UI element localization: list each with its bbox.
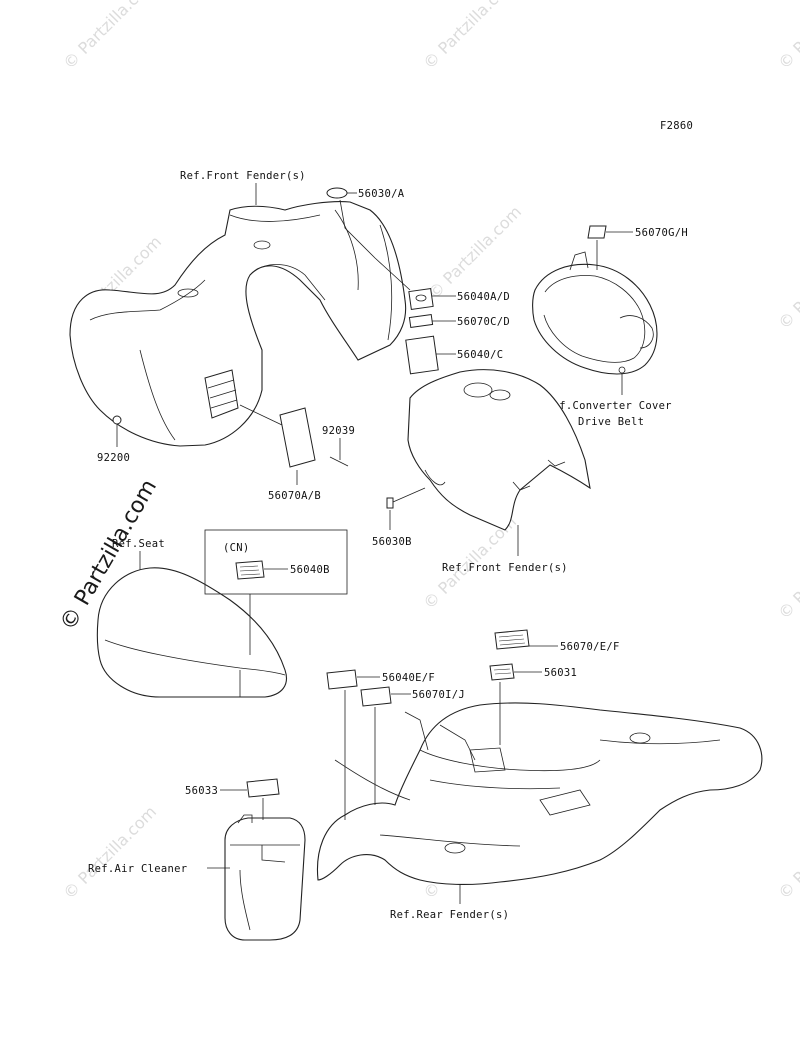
decal-56033 [246,778,280,798]
decal-56070ef-hatch [498,634,526,646]
figure-code: F2860 [660,120,693,132]
clip-56030b [386,497,394,509]
decal-56040c [405,335,439,375]
label-92200: 92200 [97,452,130,464]
converter-cover-illustration [532,251,658,375]
decal-56070gh [587,225,607,239]
watermark-mid-right: © Partzilla.com [774,522,800,623]
decal-56031 [489,663,515,681]
label-front-fender-bottom: Ref.Front Fender(s) [442,562,568,574]
tank-cover-illustration [407,369,591,531]
decal-56040ad-hole [415,294,427,302]
label-56070gh: 56070G/H [635,227,688,239]
label-56070cd: 56070C/D [457,316,510,328]
watermark-top-right: © Partzilla.com [774,0,800,73]
watermark-top-left: © Partzilla.com [59,0,160,73]
leader-56030b-to-fender [392,487,426,503]
label-56030b: 56030B [372,536,412,548]
clip-92200 [112,415,122,425]
watermark-upper-right: © Partzilla.com [774,232,800,333]
label-56030a: 56030/A [358,188,405,200]
watermark-upper-center: © Partzilla.com [424,202,525,303]
watermark-top-center: © Partzilla.com [419,0,520,73]
label-56070ab: 56070A/B [268,490,321,502]
label-56070ef: 56070/E/F [560,641,620,653]
label-56070ij: 56070I/J [412,689,465,701]
label-56040ad: 56040A/D [457,291,510,303]
decal-56070cd [408,313,434,329]
label-56033: 56033 [185,785,218,797]
decal-56040ad [408,287,434,311]
decal-56040b-hatch [239,565,261,576]
front-fender-illustration [69,201,407,447]
label-seat-ref: Ref.Seat [112,538,165,550]
label-converter-cover: Ref.Converter Cover [546,400,672,412]
rivet-92039 [329,456,349,467]
cn-region-box [204,529,348,595]
label-56040c: 56040/C [457,349,503,361]
decal-56070ab [279,407,316,468]
watermark-lower-right: © Partzilla.com [774,802,800,903]
leader-56070ab-to-fender [239,404,283,426]
label-front-fender-top: Ref.Front Fender(s) [180,170,306,182]
grommet-56030a [326,187,348,199]
air-cleaner-illustration [224,814,306,941]
leader-front-fender-decals [339,199,411,291]
decal-56070ij [360,686,392,707]
label-drive-belt: Drive Belt [578,416,644,428]
label-92039: 92039 [322,425,355,437]
seat-illustration [96,567,287,698]
label-56040ef: 56040E/F [382,672,435,684]
rear-fender-illustration [316,702,763,886]
label-56040b: 56040B [290,564,330,576]
decal-56040b [235,560,265,580]
label-rear-fender: Ref.Rear Fender(s) [390,909,509,921]
label-air-cleaner: Ref.Air Cleaner [88,863,187,875]
decal-56031-hatch [493,668,512,675]
cn-region-tag: (CN) [223,542,250,554]
decal-56040ef [326,669,358,690]
decal-56070ef [494,629,530,650]
label-56031: 56031 [544,667,577,679]
watermark-lower-left: © Partzilla.com [59,802,160,903]
